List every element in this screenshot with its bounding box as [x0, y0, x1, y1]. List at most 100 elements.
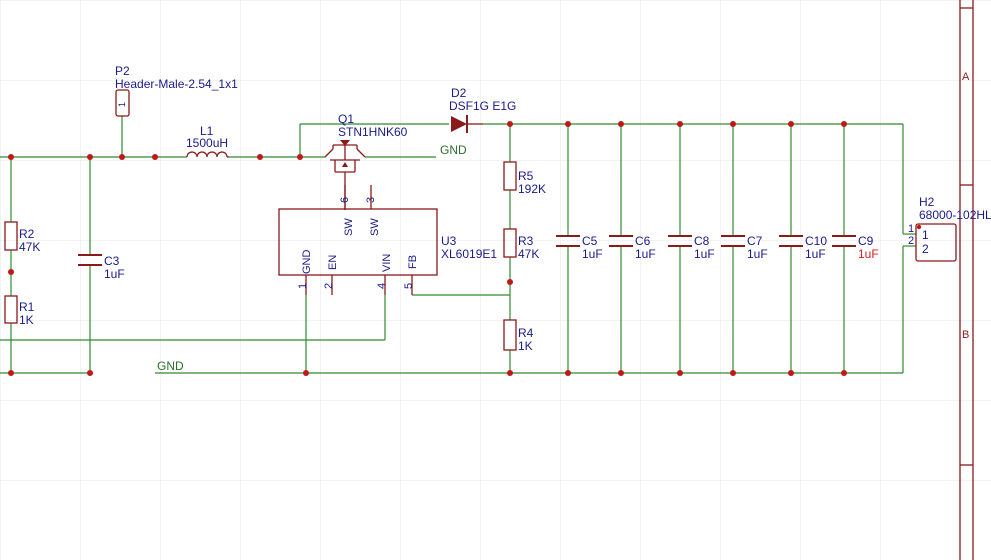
junction-dot: [257, 154, 263, 160]
junction-dot: [8, 370, 14, 376]
junction-dot: [507, 279, 513, 285]
u3-pin3-number: 3: [365, 197, 377, 203]
resistor-r3[interactable]: R3 47K: [503, 228, 539, 261]
c8-ref: C8: [694, 234, 710, 248]
c9-value: 1uF: [858, 247, 879, 261]
h2-inner-pin2: 2: [922, 242, 929, 256]
u3-pin2-number: 2: [323, 283, 335, 289]
u3-pin1-name: GND: [301, 250, 313, 275]
net-label-gnd-top: GND: [440, 143, 467, 157]
net-label-gnd-bottom: GND: [157, 359, 184, 373]
junction-dot: [87, 154, 93, 160]
resistor-r1[interactable]: R1 1K: [4, 295, 35, 327]
junction-dot: [507, 121, 513, 127]
sheet-frame: A B: [959, 0, 974, 560]
c3-ref: C3: [104, 254, 120, 268]
junction-dot: [152, 154, 158, 160]
inductor-l1[interactable]: L1 1500uH: [186, 124, 229, 158]
c7-ref: C7: [747, 234, 763, 248]
capacitor-c10[interactable]: C10 1uF: [779, 234, 827, 261]
c10-ref: C10: [805, 234, 827, 248]
u3-pin5-name: FB: [407, 255, 419, 269]
diode-d2[interactable]: D2 DSF1G E1G: [449, 86, 516, 133]
c8-value: 1uF: [694, 247, 715, 261]
r1-value: 1K: [19, 313, 34, 327]
junction-dot: [565, 121, 571, 127]
capacitor-c5[interactable]: C5 1uF: [556, 234, 603, 261]
junction-dot: [507, 370, 513, 376]
h2-value: 68000-102HLF: [919, 208, 991, 222]
p2-value: Header-Male-2.54_1x1: [115, 77, 238, 91]
r2-ref: R2: [19, 227, 35, 241]
p2-pin-number: 1: [117, 102, 127, 107]
r3-ref: R3: [518, 234, 534, 248]
u3-pin4-name: VIN: [381, 254, 393, 272]
junction-dot: [730, 370, 736, 376]
connector-p2[interactable]: 1 P2 Header-Male-2.54_1x1: [115, 64, 238, 117]
q1-value: STN1HNK60: [338, 125, 408, 139]
q1-ref: Q1: [338, 112, 354, 126]
junction-dot: [618, 121, 624, 127]
junction-dot: [677, 370, 683, 376]
connector-h2[interactable]: 1 2 1 2 H2 68000-102HLF: [908, 195, 991, 262]
frame-zone-a: A: [962, 71, 970, 83]
c7-value: 1uF: [747, 247, 768, 261]
junction-dot: [730, 121, 736, 127]
u3-pin5-number: 5: [403, 283, 415, 289]
junction-dot: [788, 121, 794, 127]
d2-value: DSF1G E1G: [449, 99, 516, 113]
capacitor-c8[interactable]: C8 1uF: [668, 234, 715, 261]
p2-ref: P2: [115, 64, 130, 78]
h2-inner-pin1: 1: [922, 228, 929, 242]
resistor-r2[interactable]: R2 47K: [4, 221, 40, 254]
r2-value: 47K: [19, 240, 40, 254]
c9-ref: C9: [858, 234, 874, 248]
junction-dot: [87, 370, 93, 376]
junction-dot: [297, 154, 303, 160]
r5-ref: R5: [518, 169, 534, 183]
h2-outer-pin1: 1: [908, 223, 914, 235]
u3-pin2-name: EN: [327, 255, 339, 270]
l1-ref: L1: [200, 124, 214, 138]
junction-dot: [565, 370, 571, 376]
h2-outer-pin2: 2: [908, 235, 914, 247]
u3-pin6-name: SW: [343, 218, 355, 236]
capacitor-c3[interactable]: C3 1uF: [78, 254, 125, 281]
capacitor-c7[interactable]: C7 1uF: [721, 234, 768, 261]
h2-ref: H2: [919, 195, 935, 209]
junction-dot: [8, 154, 14, 160]
frame-zone-b: B: [962, 329, 969, 341]
u3-pin6-number: 6: [339, 197, 351, 203]
junction-dots: [8, 121, 847, 376]
junction-dot: [841, 370, 847, 376]
u3-pin3-name: SW: [369, 218, 381, 236]
u3-ref: U3: [441, 234, 457, 248]
capacitor-c9[interactable]: C9 1uF: [832, 234, 879, 261]
ic-u3[interactable]: 6 3 SW SW GND EN VIN FB 1 2 4 5 U3 XL601…: [278, 185, 497, 295]
resistor-r5[interactable]: R5 192K: [503, 161, 546, 196]
c6-value: 1uF: [635, 247, 656, 261]
u3-pin1-number: 1: [297, 283, 309, 289]
r3-value: 47K: [518, 247, 539, 261]
l1-value: 1500uH: [186, 136, 228, 150]
r4-ref: R4: [518, 326, 534, 340]
junction-dot: [8, 269, 14, 275]
junction-dot: [618, 370, 624, 376]
c3-value: 1uF: [104, 267, 125, 281]
junction-dot: [788, 370, 794, 376]
r5-value: 192K: [518, 182, 546, 196]
mosfet-q1[interactable]: Q1 STN1HNK60: [324, 112, 408, 210]
junction-dot: [303, 370, 309, 376]
c5-value: 1uF: [582, 247, 603, 261]
c5-ref: C5: [582, 234, 598, 248]
r1-ref: R1: [19, 300, 35, 314]
resistor-r4[interactable]: R4 1K: [503, 319, 534, 353]
u3-pin4-number: 4: [376, 283, 388, 289]
r4-value: 1K: [518, 339, 533, 353]
wires: [0, 116, 916, 374]
capacitor-c6[interactable]: C6 1uF: [609, 234, 656, 261]
junction-dot: [841, 121, 847, 127]
d2-ref: D2: [451, 86, 467, 100]
